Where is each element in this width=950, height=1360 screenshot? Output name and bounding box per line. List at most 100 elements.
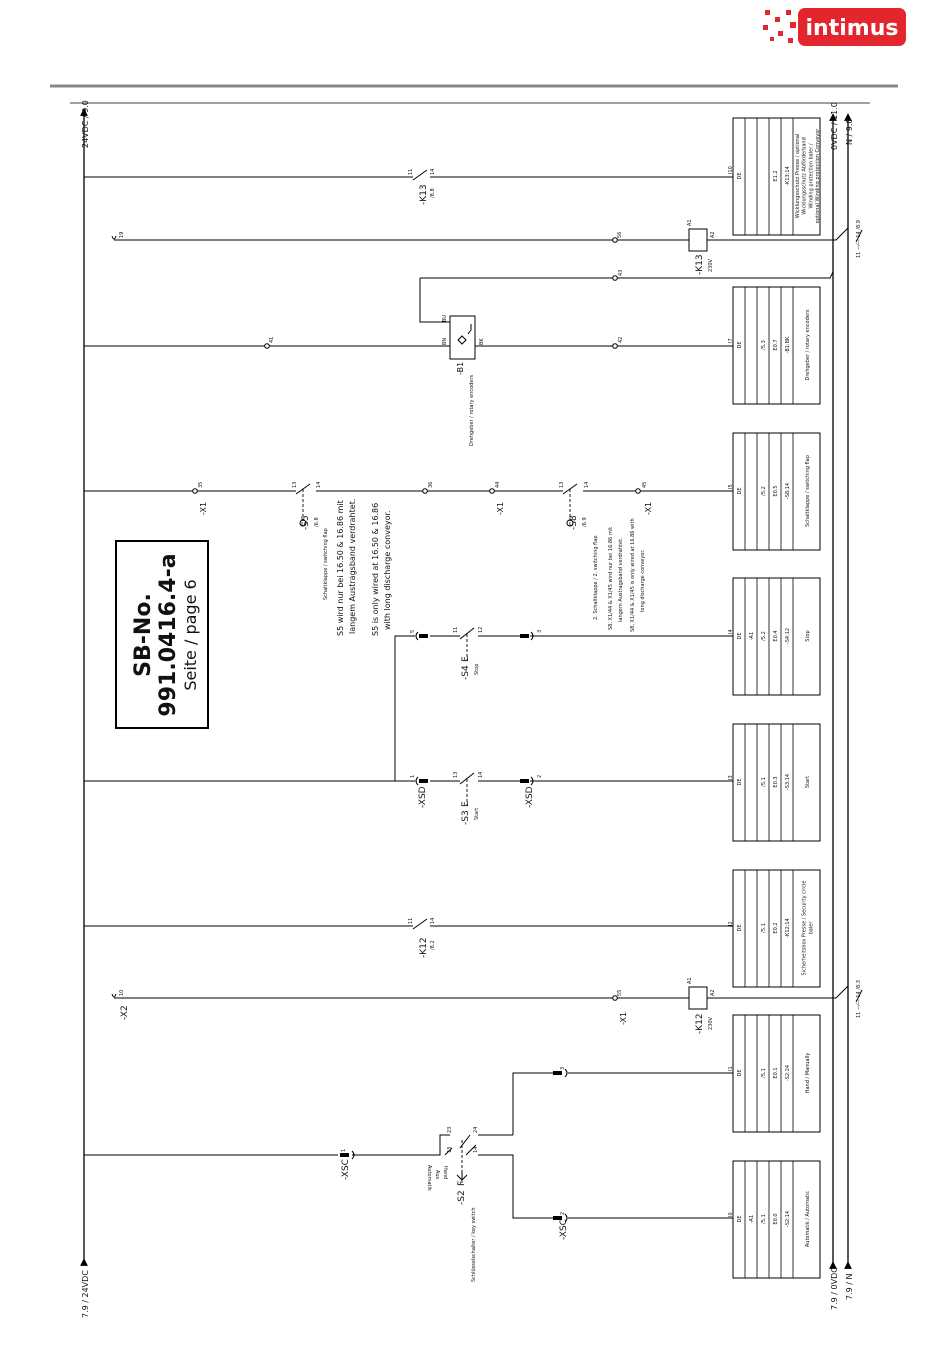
label-x2: -X2	[120, 1005, 130, 1020]
label-k12-coil: -K12	[695, 1013, 705, 1034]
terminal-cell: E0.3	[773, 776, 779, 787]
terminal-cell: /5.2	[761, 486, 767, 496]
label-p1-b: 1	[341, 1149, 347, 1152]
terminal-cell: E0.2	[773, 922, 779, 933]
b1-encoder-sensor	[449, 315, 476, 360]
page-label: Seite / page 6	[181, 579, 200, 690]
label-stop: Stop	[474, 664, 480, 675]
terminal-cell: DE	[737, 778, 743, 785]
label-p2: 2	[537, 775, 543, 778]
terminal-description: Drehgeber / rotary encoders	[805, 309, 811, 380]
label-k13-aux: 11 —⁄— 14 /8.9	[856, 220, 862, 258]
k13-coil	[688, 228, 708, 252]
label-n24: 24	[473, 1127, 479, 1133]
terminal-cell: DE	[737, 632, 743, 639]
terminal-description: Winding protection baler /	[808, 143, 814, 208]
title-box: SB-No. 991.0416.4-a Seite / page 6	[115, 540, 209, 729]
label-s5-desc: Schaltklappe / switching flap	[323, 528, 329, 600]
label-s8: -S8	[569, 515, 579, 530]
label-automatik: Automatik	[426, 1165, 432, 1191]
label-s5-note1: S5 wird nur bei 16.50 & 16.86 mit	[336, 500, 345, 636]
label-w45: 45	[642, 482, 648, 488]
key-switch-icon	[456, 1170, 468, 1181]
terminal-box-frame	[732, 577, 821, 696]
rail-n-top-label: N / 9.0	[845, 119, 854, 146]
plug-connectors	[340, 631, 568, 1223]
terminal-description: Sicherheitsbox Presse / Security circle	[802, 881, 808, 976]
label-k13-ref: /8.8	[430, 188, 436, 198]
label-n14-c: 14	[478, 772, 484, 778]
label-s8-note1: S8, X1/44 & X1/45 wird nur bei 16.86 mit	[608, 527, 614, 630]
terminal-cell: -K13:14	[785, 166, 791, 186]
terminal-box-frame	[732, 1160, 821, 1279]
label-n14-a: 14	[316, 482, 322, 488]
terminal-cell: /5.1	[761, 1068, 767, 1078]
label-s2-desc: Schlüsselschalter / key switch	[471, 1207, 477, 1282]
terminal-cell: -S4:12	[785, 628, 791, 644]
terminal-cell: DE	[737, 172, 743, 179]
label-k12-coil-v: 230V	[708, 1016, 714, 1030]
label-s5-note4: with long discharge conveyor.	[383, 510, 392, 630]
label-f: F	[457, 1181, 467, 1186]
terminal-description: Wicklungsschutz Presse / optional	[795, 134, 801, 219]
label-w44: 44	[495, 482, 501, 488]
terminal-description: Hand / Manually	[805, 1053, 811, 1094]
rail-0vdc-top-label: 0VDC / 11.0	[830, 102, 839, 150]
terminal-cell: /5.1	[761, 1214, 767, 1224]
label-n13-a: 13	[292, 482, 298, 488]
terminal-cell: E0.1	[773, 1067, 779, 1078]
label-x1-b: -X1	[496, 502, 505, 515]
label-k12-aux: 11 —⁄— 14 /8.3	[856, 980, 862, 1018]
label-e-a: E	[461, 656, 471, 662]
label-s8-note3: S8, X1/44 & X1/45 is only wired at 16.86…	[630, 518, 636, 632]
label-hand: Hand	[442, 1166, 448, 1179]
intimus-logo: intimus	[763, 8, 906, 46]
terminal-description: Start	[805, 776, 811, 788]
terminal-description: optional Winding protection Conveyor	[815, 128, 821, 224]
terminal-points	[192, 237, 641, 1001]
terminal-pin: I0	[728, 1212, 734, 1217]
label-aus: Aus	[434, 1170, 440, 1180]
terminal-pin: I4	[728, 629, 734, 634]
label-w36: 36	[428, 482, 434, 488]
label-s5-ref: /6.8	[314, 517, 320, 527]
label-k13-coil: -K13	[695, 254, 705, 275]
s5-limit-switch-icon	[299, 519, 307, 527]
terminal-cell: E0.4	[773, 630, 779, 641]
label-s8-note2: langem Austragsband verdrahtet.	[618, 537, 624, 622]
label-k13-14: 14	[430, 169, 436, 175]
terminal-cell: DE	[737, 487, 743, 494]
label-s8-desc: 2. Schaltklappe / 2. switching flap	[593, 535, 599, 620]
label-s8-note4: long discharge conveyor.	[640, 549, 646, 612]
label-k13-name: -K13	[419, 184, 429, 205]
terminal-cell: E0.7	[773, 339, 779, 350]
label-n12: 12	[478, 627, 484, 633]
label-s5-note2: langem Austragsband verdrahtet.	[348, 499, 357, 634]
label-bk: BK	[479, 338, 485, 345]
terminal-cell: -K12:14	[785, 918, 791, 938]
terminal-pin: I3	[728, 775, 734, 780]
aux-contact-icons	[855, 229, 863, 1003]
terminal-box-frame	[732, 1014, 821, 1133]
label-n13-b: 13	[559, 482, 565, 488]
terminal-cell: DE	[737, 924, 743, 931]
rail-n-bottom-label: 7.9 / N	[845, 1273, 854, 1300]
label-n14-d: 14	[430, 918, 436, 924]
terminal-box-frame	[732, 432, 821, 551]
terminal-description: Schaltklappe / switching flap	[805, 455, 811, 527]
label-s8-ref: /6.9	[582, 517, 588, 527]
terminal-box-frame	[732, 286, 821, 405]
label-a1: A1	[687, 219, 693, 226]
k12-coil	[688, 986, 708, 1010]
label-n13-d: 13	[447, 1147, 453, 1153]
label-a2: A2	[710, 231, 716, 238]
label-bn: BN	[442, 338, 448, 345]
label-bu: BU	[442, 315, 448, 322]
label-x1-d: -X1	[619, 1012, 628, 1025]
